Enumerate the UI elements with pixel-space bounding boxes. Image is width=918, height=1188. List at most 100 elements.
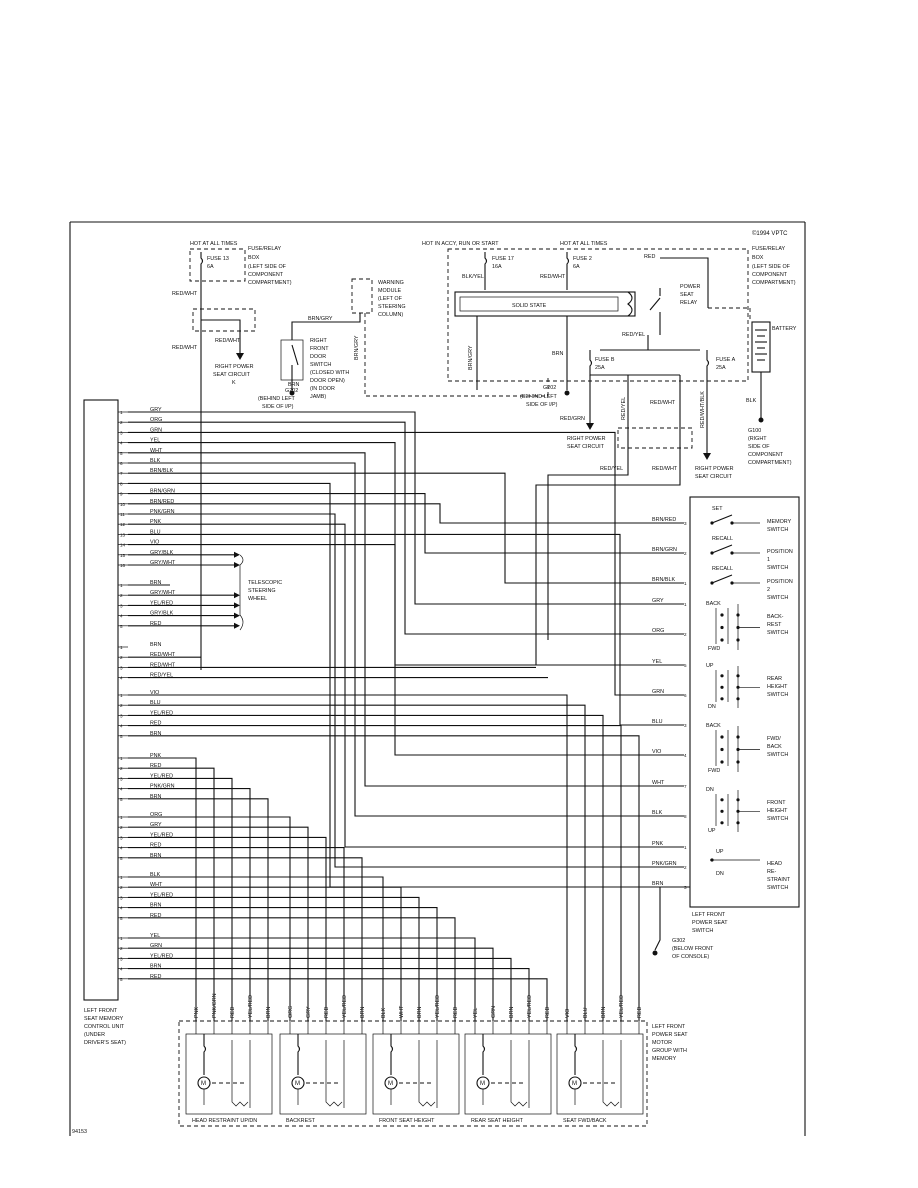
switch-name-line: SWITCH	[767, 630, 788, 636]
door-switch-label-3: DOOR	[310, 354, 326, 360]
switch-name-line: HEIGHT	[767, 684, 788, 690]
seat-memory-control-unit: LEFT FRONT SEAT MEMORY CONTROL UNIT (UND…	[83, 399, 126, 1046]
ecu-pin-number: 13	[120, 532, 126, 537]
ecu-pin-number: 4	[120, 906, 123, 911]
ecu-to-motor-wire	[128, 896, 420, 1021]
switch-name-line: SWITCH	[767, 885, 788, 891]
ecu-pin-wire-color: BRN	[150, 903, 161, 909]
switch-wire-color: GRN	[652, 689, 664, 695]
g302-loc-1: (BELOW FRONT	[672, 946, 714, 952]
right-power-seat-right-1: RIGHT POWER	[695, 466, 734, 472]
wire-label-red-grn: RED/GRN	[560, 416, 585, 422]
switch-feed-wire	[128, 482, 684, 888]
motor-wire-color: RED	[453, 1007, 459, 1018]
motor-letter: M	[201, 1081, 206, 1087]
ecu-pin-number: 5	[120, 916, 123, 921]
ecu-pin-number: 2	[120, 766, 123, 771]
motor-letter: M	[480, 1081, 485, 1087]
left-fuse-relay-box: HOT AT ALL TIMES FUSE 13 6A FUSE/RELAY B…	[172, 241, 292, 670]
switch-contact	[711, 514, 733, 524]
motor-box	[279, 1033, 367, 1115]
switch-feed-wire	[128, 452, 684, 787]
motor-wire-color: PNK	[194, 1007, 200, 1018]
motor-box	[185, 1033, 273, 1115]
ecu-label-3: CONTROL UNIT	[84, 1024, 125, 1030]
switch-feed-wire	[128, 462, 684, 817]
box-label-line-3: (LEFT SIDE OF	[248, 264, 287, 270]
ecu-pin-number: 2	[120, 420, 123, 425]
ecu-pin-number: 3	[120, 956, 123, 961]
motor-potentiometer	[418, 1040, 436, 1107]
switch-name-line: BACK-	[767, 614, 784, 620]
wire-label-red-yel-relay: RED/YEL	[622, 332, 645, 338]
door-switch-label-4: SWITCH	[310, 362, 331, 368]
warning-module: WARNING MODULE (LEFT OF STEERING COLUMN)…	[291, 278, 549, 397]
switch-wire-color: WHT	[652, 780, 665, 786]
wire-label-brn: BRN	[288, 382, 299, 388]
telescopic-arrow	[234, 592, 240, 599]
ecu-pin-wire-color: BRN	[150, 794, 161, 800]
motor-name: FRONT SEAT HEIGHT	[379, 1118, 435, 1124]
switch-pin-number: 2	[684, 551, 687, 556]
motor-breaker	[390, 1034, 394, 1075]
motor-letter: M	[572, 1081, 577, 1087]
ecu-pin-number: 5	[120, 734, 123, 739]
g202-center-ground: G202 (BEHIND LEFT SIDE OF I/P)	[520, 385, 570, 408]
door-switch-label-2: FRONT	[310, 346, 329, 352]
switch-position-label: RECALL	[712, 566, 733, 572]
switch-name-line: 1	[767, 557, 770, 563]
ecu-pin-number: 1	[120, 583, 123, 588]
ecu-pin-wire-color: PNK	[150, 753, 161, 759]
ecu-pin-wire-color: RED	[150, 621, 161, 627]
wire-label-red-wht-mid: RED/WHT	[215, 338, 241, 344]
ecu-pin-wire-color: BLU	[150, 529, 161, 535]
motor-wire-color: RED	[230, 1007, 236, 1018]
switch-name-line: FRONT	[767, 800, 786, 806]
motor-wire-color: RED	[545, 1007, 551, 1018]
right-box-label-4: COMPONENT	[752, 272, 788, 278]
ecu-pin-wire-color: YEL/RED	[150, 710, 173, 716]
switch-wire-color: BRN	[652, 881, 663, 887]
ecu-to-motor-wire	[128, 788, 251, 1021]
warning-module-label-4: STEERING	[378, 304, 406, 310]
ecu-pin-wire-color: BRN	[150, 642, 161, 648]
g100-loc-1: (RIGHT	[748, 436, 767, 442]
fuse-17-name: FUSE 17	[492, 256, 514, 262]
ecu-pin-wire-color: YEL	[150, 438, 160, 444]
ecu-pin-number: 9	[120, 492, 123, 497]
motor-letter: M	[388, 1081, 393, 1087]
switch-wire-color: GRY	[652, 598, 664, 604]
copyright-label: ©1994 VPTC	[752, 230, 788, 237]
ecu-pin-wire-color: PNK	[150, 519, 161, 525]
switch-name-line: SWITCH	[767, 565, 788, 571]
switch-contact	[711, 574, 733, 584]
ecu-to-motor-wire	[128, 907, 438, 1021]
switch-contact-dot	[720, 685, 724, 689]
ecu-to-motor-wire	[128, 735, 640, 1021]
telescopic-label-3: WHEEL	[248, 596, 267, 602]
diagram-frame	[69, 221, 806, 1136]
ecu-pin-wire-color: BLK	[150, 458, 161, 464]
switch-wire-color: BLK	[652, 810, 663, 816]
switch-wire-color: BLU	[652, 719, 663, 725]
fuse-2-name: FUSE 2	[573, 256, 592, 262]
switch-wire-color: ORG	[652, 628, 664, 634]
switch-name-line: POSITION	[767, 549, 793, 555]
switch-label-2: POWER SEAT	[692, 920, 728, 926]
switch-name-line: SWITCH	[767, 692, 788, 698]
switch-name-line: FWD/	[767, 736, 781, 742]
box-label-line-1: FUSE/RELAY	[248, 246, 282, 252]
motor-wire-color: WHT	[399, 1005, 405, 1018]
switch-position-label: SET	[712, 506, 723, 512]
switch-position-label: UP	[716, 849, 724, 855]
motor-box	[464, 1033, 552, 1115]
motor-breaker	[574, 1034, 578, 1075]
fuse-a-rating: 25A	[716, 365, 726, 371]
ecu-to-motor-wire	[128, 704, 586, 1021]
ecu-pin-number: 2	[120, 885, 123, 890]
ecu-to-motor-wire	[128, 847, 345, 1021]
switch-wire-color: BRN/GRN	[652, 547, 677, 553]
ecu-pin-wire-color: RED/YEL	[150, 673, 173, 679]
ecu-to-motor-wire	[128, 886, 402, 1021]
